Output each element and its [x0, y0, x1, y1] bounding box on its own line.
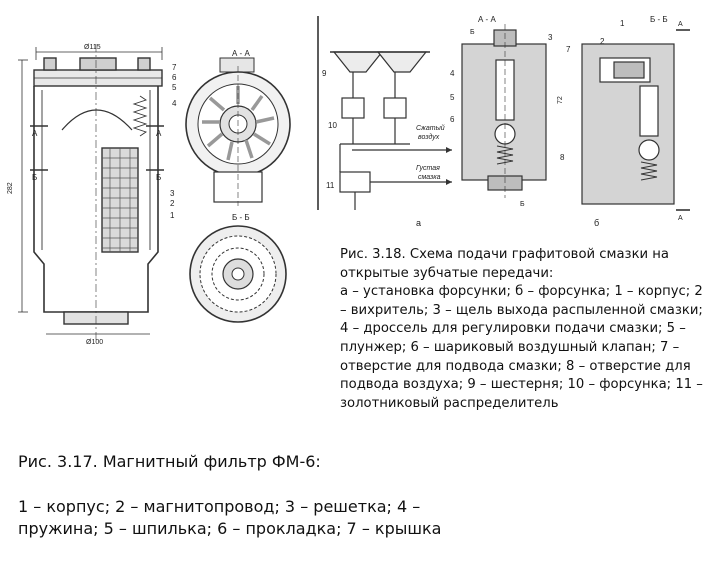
mark-b-left: Б	[32, 173, 37, 182]
air-line-2: воздух	[418, 133, 440, 141]
nozzle-bb-labels: 1 2 А А	[600, 19, 683, 222]
nozzle-section-bb	[581, 29, 690, 211]
p-left-6: 6	[450, 115, 455, 124]
mark-a-top: А	[678, 21, 683, 28]
mark-a-bottom: А	[678, 215, 683, 222]
part-1: 1	[170, 211, 175, 220]
part-7: 7	[172, 63, 177, 72]
technical-drawings: Ø115 Ø100 282 А Б А Б 7 6 5 4 3 2 1 А - …	[7, 15, 690, 346]
dim-top: Ø115	[84, 44, 101, 51]
magnet-grid-hatch	[102, 148, 138, 252]
p-left-3: 3	[548, 33, 553, 42]
scheme-grease-feed	[317, 16, 452, 210]
caption-fig-317: Рис. 3.17. Магнитный фильтр ФМ-6: 1 – ко…	[18, 428, 488, 563]
p-right-1: 1	[620, 19, 625, 28]
p-left-8: 8	[560, 153, 565, 162]
mark-a-left: А	[32, 129, 38, 138]
scheme-nozzle-label: 10	[328, 121, 337, 130]
p-left-5: 5	[450, 93, 455, 102]
mark-b-right: Б	[156, 173, 161, 182]
mark-b-bottom: Б	[520, 201, 525, 208]
scheme-distributor-label: 11	[326, 181, 335, 190]
section-aa-title-318: А - А	[478, 15, 496, 24]
grease-line-2: смазка	[418, 174, 441, 181]
section-bb-title-317: Б - Б	[232, 213, 250, 222]
p-right-2: 2	[600, 37, 605, 46]
dim-bottom: Ø100	[86, 339, 103, 346]
part-4: 4	[172, 99, 177, 108]
section-bb-317	[189, 225, 287, 323]
part-6: 6	[172, 73, 177, 82]
air-line-1: Сжатый	[416, 124, 445, 132]
caption-317-title: Рис. 3.17. Магнитный фильтр ФМ-6:	[18, 451, 321, 471]
scheme-gear-label: 9	[322, 69, 327, 78]
section-aa-title-317: А - А	[232, 49, 250, 58]
part-2: 2	[170, 199, 175, 208]
filter-side-view	[18, 44, 164, 340]
grease-line-1: Густая	[416, 165, 440, 172]
sub-label-a: а	[416, 218, 421, 228]
p-left-4: 4	[450, 69, 455, 78]
p-left-7: 7	[566, 45, 571, 54]
dim-72: 72	[557, 96, 564, 104]
dim-height: 282	[7, 182, 14, 194]
nozzle-aa-labels: 3 7 4 5 6 8 Б Б 72	[450, 29, 571, 208]
mark-a-right: А	[156, 129, 162, 138]
filter-side-labels: Ø115 Ø100 282 А Б А Б 7 6 5 4 3 2 1	[7, 44, 177, 346]
section-aa-317	[185, 57, 291, 206]
scheme-labels: 9 10 11 Сжатый воздух Густая смазка а б	[322, 69, 599, 228]
caption-317-body: 1 – корпус; 2 – магнитопровод; 3 – решет…	[18, 496, 442, 539]
nozzle-section-aa	[461, 24, 547, 198]
caption-fig-318: Рис. 3.18. Схема подачи графитовой смазк…	[340, 247, 703, 411]
part-5: 5	[172, 83, 177, 92]
section-bb-title-318: Б - Б	[650, 15, 668, 24]
sub-label-b: б	[594, 218, 599, 228]
mark-b-top: Б	[470, 29, 475, 36]
part-3: 3	[170, 189, 175, 198]
